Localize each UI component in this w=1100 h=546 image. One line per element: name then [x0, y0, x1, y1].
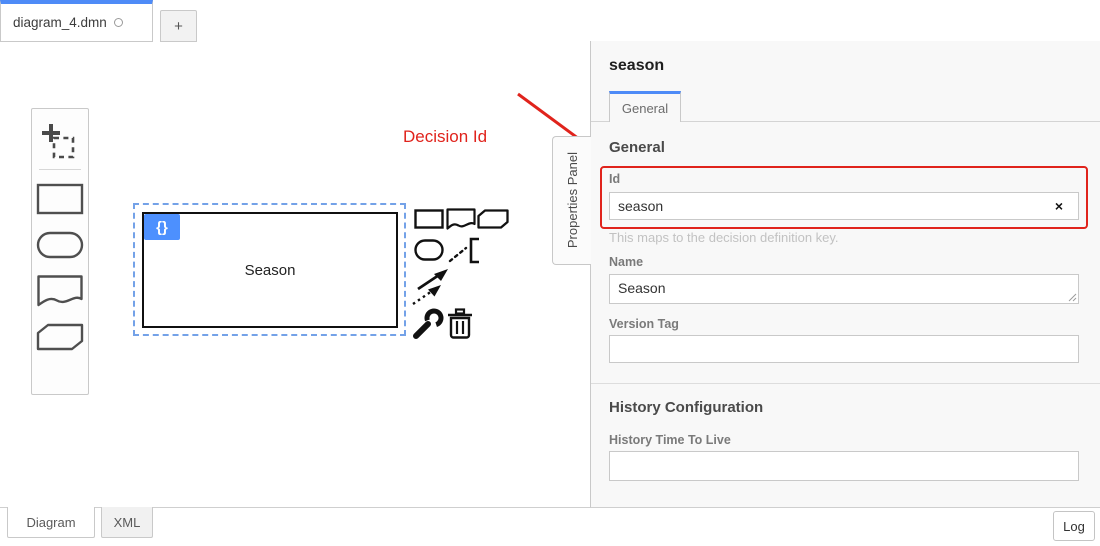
literal-expression-badge: {}	[144, 214, 180, 240]
selection-outline	[133, 203, 406, 336]
palette	[31, 108, 89, 395]
version-tag-field-label: Version Tag	[609, 317, 679, 331]
new-tab-button[interactable]: +	[160, 10, 197, 42]
tab-divider	[591, 121, 1100, 122]
append-text-annotation-icon[interactable]	[448, 236, 481, 264]
tab-diagram-4-dmn[interactable]: diagram_4.dmn	[0, 0, 153, 42]
create-business-knowledge-model[interactable]	[36, 314, 84, 360]
httl-field-label: History Time To Live	[609, 433, 731, 447]
decision-shape-icon	[36, 183, 84, 215]
append-decision-icon[interactable]	[414, 209, 444, 229]
properties-panel-handle[interactable]: Properties Panel	[552, 136, 591, 265]
append-business-knowledge-model-icon[interactable]	[477, 209, 509, 229]
append-knowledge-source-icon[interactable]	[446, 208, 476, 231]
section-divider	[591, 383, 1100, 384]
connect-icon[interactable]	[410, 267, 452, 307]
knowledge-source-shape-icon	[37, 275, 83, 307]
edit-icon[interactable]	[412, 308, 444, 340]
bottom-bar: Diagram XML Log	[0, 507, 1100, 546]
id-input[interactable]	[609, 192, 1079, 220]
diagram-canvas[interactable]: Season {}	[0, 42, 590, 508]
selected-element-title: season	[609, 57, 665, 74]
tab-diagram-view[interactable]: Diagram	[7, 507, 95, 538]
log-button[interactable]: Log	[1053, 511, 1095, 541]
lasso-tool[interactable]	[36, 118, 84, 164]
clear-id-icon[interactable]: ×	[1054, 198, 1064, 214]
create-input-data[interactable]	[36, 222, 84, 268]
id-field-highlight	[600, 166, 1088, 229]
resize-grip-icon[interactable]	[1067, 292, 1077, 302]
annotation-decision-id: Decision Id	[403, 127, 488, 146]
httl-input[interactable]	[609, 451, 1079, 481]
decision-label: Season	[244, 261, 296, 279]
name-field-label: Name	[609, 255, 644, 269]
properties-panel: season General General Id × This maps to…	[590, 41, 1100, 508]
name-textarea[interactable]: Season	[609, 274, 1079, 304]
version-tag-input[interactable]	[609, 335, 1079, 363]
append-input-data-icon[interactable]	[414, 239, 444, 261]
tab-label: diagram_4.dmn	[13, 15, 107, 30]
input-data-shape-icon	[36, 231, 84, 259]
id-field-label: Id	[609, 172, 621, 186]
history-section-title: History Configuration	[609, 399, 764, 416]
create-decision[interactable]	[36, 176, 84, 222]
palette-separator	[39, 169, 81, 170]
tab-general[interactable]: General	[609, 91, 681, 122]
decision-element-season[interactable]: Season	[142, 212, 398, 328]
document-tab-bar: diagram_4.dmn +	[0, 0, 197, 42]
create-knowledge-source[interactable]	[36, 268, 84, 314]
delete-icon[interactable]	[446, 308, 474, 339]
business-knowledge-model-shape-icon	[36, 323, 84, 351]
unsaved-indicator-icon	[113, 18, 123, 27]
tab-xml-view[interactable]: XML	[101, 507, 153, 538]
lasso-tool-icon	[42, 124, 75, 159]
id-help-text: This maps to the decision definition key…	[609, 230, 839, 245]
properties-panel-handle-label: Properties Panel	[564, 152, 580, 249]
general-section-title: General	[609, 139, 665, 156]
